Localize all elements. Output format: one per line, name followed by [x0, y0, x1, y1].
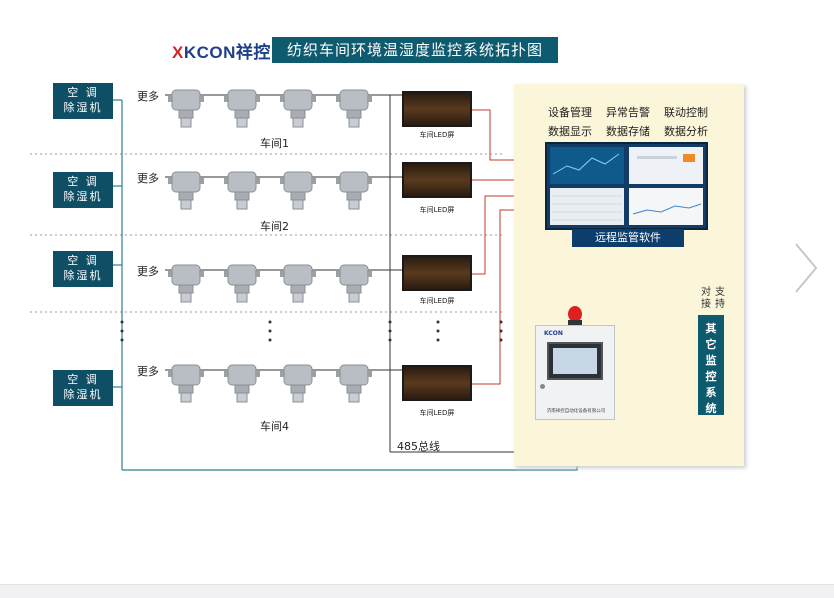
led-label: 车间LED屏 [419, 409, 455, 417]
ac-unit-3: 空 调除湿机 [53, 251, 113, 287]
dock-label: 对接 [701, 287, 711, 310]
workshop-label: 车间1 [260, 137, 289, 150]
more-label: 更多 [137, 90, 159, 103]
screen-quadrants [550, 147, 703, 225]
led-label: 车间LED屏 [419, 206, 455, 214]
led-label: 车间LED屏 [419, 131, 455, 139]
more-label: 更多 [137, 365, 159, 378]
sensor-icon [336, 89, 372, 128]
sensor-icon [280, 89, 316, 128]
company-logo: XKCON祥控 [172, 38, 271, 63]
cabinet-key-icon [540, 384, 545, 389]
function-label: 数据分析 [664, 125, 708, 138]
sensor-icon [168, 264, 204, 303]
function-label: 数据存储 [606, 125, 650, 138]
sensor-icon [280, 171, 316, 210]
sensor-icon [224, 264, 260, 303]
sensor-icon [168, 364, 204, 403]
logo-text: KCON祥控 [183, 43, 271, 62]
sensor-icon [336, 364, 372, 403]
sensor-icon [224, 89, 260, 128]
other-system-box: 其它监控系统 [698, 315, 724, 415]
ac-unit-1: 空 调除湿机 [53, 83, 113, 119]
sensor-icon [280, 364, 316, 403]
cabinet-caption: 济南祥控自动化设备有限公司 [546, 409, 606, 414]
function-label: 联动控制 [664, 106, 708, 119]
other-system-label: 其它监控系统 [705, 322, 717, 415]
sensor-icon [280, 264, 316, 303]
footer-bar [0, 584, 834, 598]
led-screen-2 [402, 162, 472, 198]
software-label: 远程监管软件 [572, 229, 684, 247]
row-separators [30, 153, 505, 313]
sensor-icon [224, 171, 260, 210]
logo-mark: X [172, 43, 184, 62]
alarm-lamp-icon [568, 306, 582, 325]
function-label: 数据显示 [548, 125, 592, 138]
workshop-label: 车间4 [260, 420, 289, 433]
cabinet-touchscreen [547, 342, 603, 380]
ac-unit-2: 空 调除湿机 [53, 172, 113, 208]
more-label: 更多 [137, 172, 159, 185]
dock-label: 支持 [715, 287, 725, 310]
sensor-icon [168, 171, 204, 210]
more-label: 更多 [137, 265, 159, 278]
continuation-dots [120, 320, 503, 342]
cabinet-brand: KCON [544, 330, 563, 337]
sensor-icon [168, 89, 204, 128]
ac-unit-4: 空 调除湿机 [53, 370, 113, 406]
function-label: 设备管理 [548, 106, 592, 119]
led-screen-3 [402, 255, 472, 291]
function-label: 异常告警 [606, 106, 650, 119]
controller-cabinet: KCON 济南祥控自动化设备有限公司 [535, 325, 615, 420]
sensor-icon [336, 264, 372, 303]
led-screen-1 [402, 91, 472, 127]
led-label: 车间LED屏 [419, 297, 455, 305]
led-screen-4 [402, 365, 472, 401]
sensor-icon [336, 171, 372, 210]
monitoring-screen [545, 142, 708, 230]
chevron-right-icon[interactable] [792, 240, 820, 296]
diagram-title: 纺织车间环境温湿度监控系统拓扑图 [272, 37, 558, 63]
bus-label: 485总线 [397, 440, 440, 453]
sensor-icon [224, 364, 260, 403]
workshop-label: 车间2 [260, 220, 289, 233]
